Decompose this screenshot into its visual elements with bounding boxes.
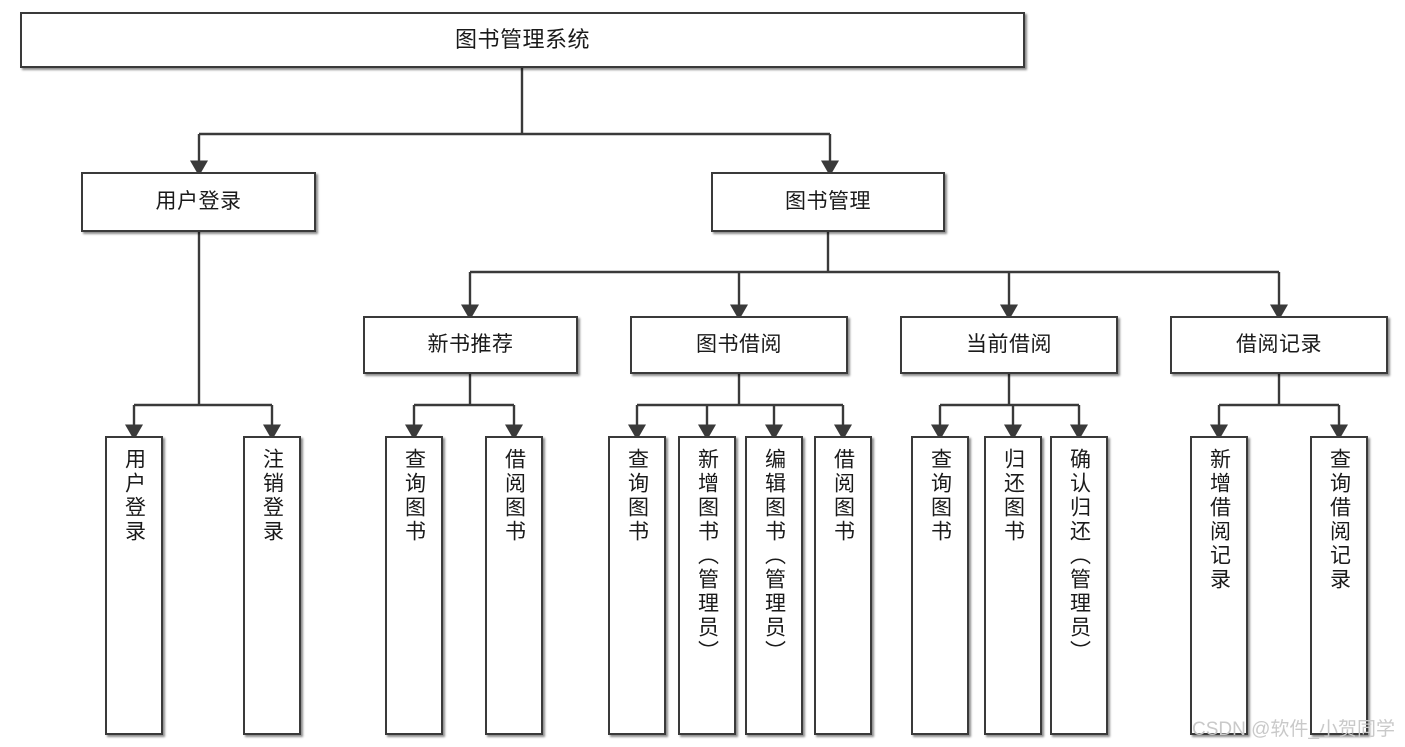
node-label: 查询图书 <box>402 448 426 544</box>
node-leaf-borrow-book-1[interactable]: 借阅图书 <box>485 436 543 735</box>
node-leaf-confirm-return[interactable]: 确认归还（管理员） <box>1050 436 1108 735</box>
node-leaf-query-book-3[interactable]: 查询图书 <box>911 436 969 735</box>
node-label: 查询借阅记录 <box>1327 448 1351 592</box>
node-leaf-query-record[interactable]: 查询借阅记录 <box>1310 436 1368 735</box>
node-leaf-query-book-1[interactable]: 查询图书 <box>385 436 443 735</box>
node-label: 用户登录 <box>155 190 242 214</box>
node-label: 查询图书 <box>625 448 649 544</box>
node-leaf-edit-book[interactable]: 编辑图书（管理员） <box>745 436 803 735</box>
node-book-manage[interactable]: 图书管理 <box>711 172 945 232</box>
node-current-borrow[interactable]: 当前借阅 <box>900 316 1118 374</box>
node-user-login[interactable]: 用户登录 <box>81 172 316 232</box>
node-borrow-record[interactable]: 借阅记录 <box>1170 316 1388 374</box>
node-label: 编辑图书（管理员） <box>762 448 786 664</box>
node-new-book-recommend[interactable]: 新书推荐 <box>363 316 578 374</box>
node-leaf-user-login[interactable]: 用户登录 <box>105 436 163 735</box>
node-label: 图书管理系统 <box>454 26 590 52</box>
node-label: 归还图书 <box>1001 448 1025 544</box>
node-leaf-query-book-2[interactable]: 查询图书 <box>608 436 666 735</box>
node-label: 新书推荐 <box>427 333 514 357</box>
node-leaf-logout[interactable]: 注销登录 <box>243 436 301 735</box>
node-book-borrow[interactable]: 图书借阅 <box>630 316 848 374</box>
node-label: 查询图书 <box>928 448 952 544</box>
node-label: 新增图书（管理员） <box>695 448 719 664</box>
node-label: 新增借阅记录 <box>1207 448 1231 592</box>
node-label: 图书借阅 <box>696 333 782 357</box>
node-label: 注销登录 <box>260 448 284 544</box>
node-label: 确认归还（管理员） <box>1067 448 1091 664</box>
node-root-system[interactable]: 图书管理系统 <box>20 12 1025 68</box>
node-label: 借阅图书 <box>831 448 855 544</box>
node-leaf-borrow-book-2[interactable]: 借阅图书 <box>814 436 872 735</box>
csdn-watermark: CSDN @软件_小贺同学 <box>1192 719 1395 740</box>
node-leaf-add-record[interactable]: 新增借阅记录 <box>1190 436 1248 735</box>
node-leaf-return-book[interactable]: 归还图书 <box>984 436 1042 735</box>
node-leaf-add-book[interactable]: 新增图书（管理员） <box>678 436 736 735</box>
node-label: 用户登录 <box>122 448 146 544</box>
node-label: 借阅图书 <box>502 448 526 544</box>
node-label: 当前借阅 <box>966 333 1052 357</box>
node-label: 图书管理 <box>785 190 871 214</box>
node-label: 借阅记录 <box>1236 333 1322 357</box>
